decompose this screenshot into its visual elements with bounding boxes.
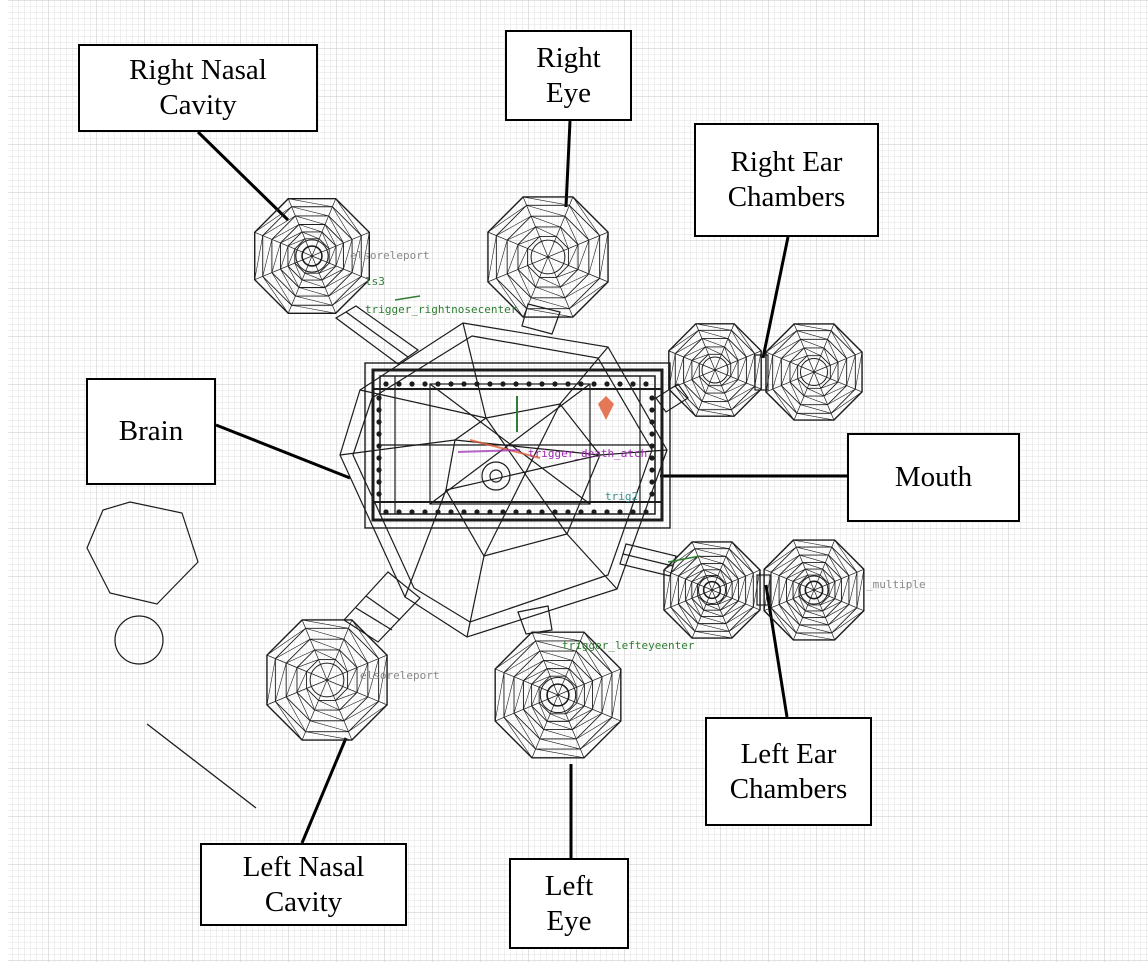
callout-mouth: Mouth — [847, 433, 1020, 522]
tunnels — [334, 303, 771, 643]
stray-heptagon[interactable] — [86, 501, 199, 605]
stray-line[interactable] — [146, 723, 257, 809]
callout-right-nasal-cavity: Right Nasal Cavity — [78, 44, 318, 132]
stray-circle[interactable] — [114, 615, 164, 665]
callout-right-eye: Right Eye — [505, 30, 632, 121]
trigger-lefteye-label: trigger_lefteyeenter — [562, 639, 695, 652]
leader-lines — [196, 120, 850, 858]
right-eye-pod[interactable] — [487, 196, 609, 318]
left-eye-pod[interactable] — [494, 631, 622, 759]
callout-left-eye: Left Eye — [509, 858, 629, 949]
callout-left-nasal-cavity: Left Nasal Cavity — [200, 843, 407, 926]
scene-labels: elsoreleport ls3 trigger_rightnosecenter… — [350, 249, 926, 682]
right-ear-pod-outer[interactable] — [765, 323, 863, 421]
trigger-rightnose-label: trigger_rightnosecenter — [365, 303, 518, 316]
entity-markers — [394, 295, 701, 563]
brain-chamber[interactable] — [339, 322, 671, 638]
left-ear-pod-inner[interactable] — [663, 541, 761, 639]
callout-brain: Brain — [86, 378, 216, 485]
callout-right-ear-chambers: Right Ear Chambers — [694, 123, 879, 237]
left-nasal-pod[interactable] — [266, 619, 388, 741]
right-nasal-pod[interactable] — [254, 198, 370, 314]
teleport-lower-label: elsoreleport — [360, 669, 439, 682]
trigger-small-label: trig2 — [605, 490, 638, 503]
trigger-short-label: ls3 — [365, 275, 385, 288]
trigger-death-label: trigger_death_atch — [528, 447, 647, 460]
teleport-upper-label: elsoreleport — [350, 249, 429, 262]
brain-dots — [376, 381, 655, 515]
multiple-label: _multiple — [866, 578, 926, 591]
callout-left-ear-chambers: Left Ear Chambers — [705, 717, 872, 826]
right-ear-pod-inner[interactable] — [668, 323, 762, 417]
left-ear-pod-outer[interactable] — [763, 539, 865, 641]
